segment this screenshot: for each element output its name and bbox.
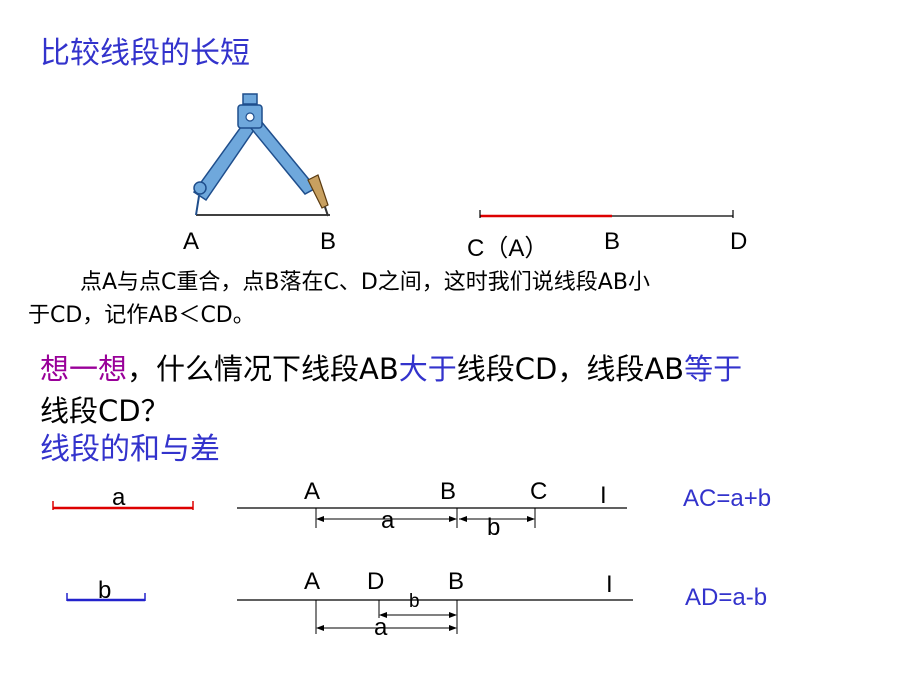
segment-cd (479, 210, 734, 218)
paragraph-line-2: 于CD，记作AB＜CD。 (28, 303, 255, 328)
sum-line (237, 507, 627, 528)
diff-point-d: D (367, 568, 385, 595)
diff-dim-a: a (374, 614, 388, 641)
sum-diff-title: 线段的和与差 (40, 432, 220, 467)
compare-title: 比较线段的长短 (40, 36, 250, 71)
compass-label-b: B (320, 228, 337, 255)
diff-point-i: I (606, 571, 613, 598)
think-prefix: 想一想 (40, 352, 128, 386)
sum-point-i: I (600, 482, 607, 509)
segment-label-d: D (730, 228, 748, 255)
segment-label-c-a: C（A） (467, 235, 549, 262)
compass-label-a: A (183, 228, 200, 255)
diff-point-a: A (304, 568, 321, 595)
paragraph-line-1: 点A与点C重合，点B落在C、D之间，这时我们说线段AB小 (80, 270, 650, 295)
sum-point-c: C (530, 478, 548, 505)
diff-point-b: B (448, 568, 465, 595)
think-equal: 等于 (684, 352, 743, 386)
sum-formula: AC=a+b (683, 485, 772, 512)
sum-point-a: A (304, 478, 321, 505)
think-greater: 大于 (398, 352, 457, 386)
think-question-line-2: 线段CD？ (40, 394, 170, 428)
diff-line (237, 599, 633, 634)
segment-label-b: B (604, 228, 621, 255)
sum-dim-b: b (487, 514, 501, 541)
diff-dim-b: b (409, 591, 420, 612)
segment-a-label: a (112, 484, 126, 511)
think-question-line-1: 想一想，什么情况下线段AB大于线段CD，线段AB等于 (40, 346, 742, 388)
sum-dim-a: a (381, 507, 395, 534)
segment-a (52, 501, 194, 510)
think-part-1: ，什么情况下线段AB (127, 352, 399, 386)
segment-b-label: b (98, 577, 112, 604)
diff-formula: AD=a-b (685, 584, 768, 611)
segment-b (66, 593, 146, 602)
compass-icon (192, 83, 335, 218)
sum-point-b: B (440, 478, 457, 505)
think-part-2: 线段CD，线段AB (456, 352, 685, 386)
